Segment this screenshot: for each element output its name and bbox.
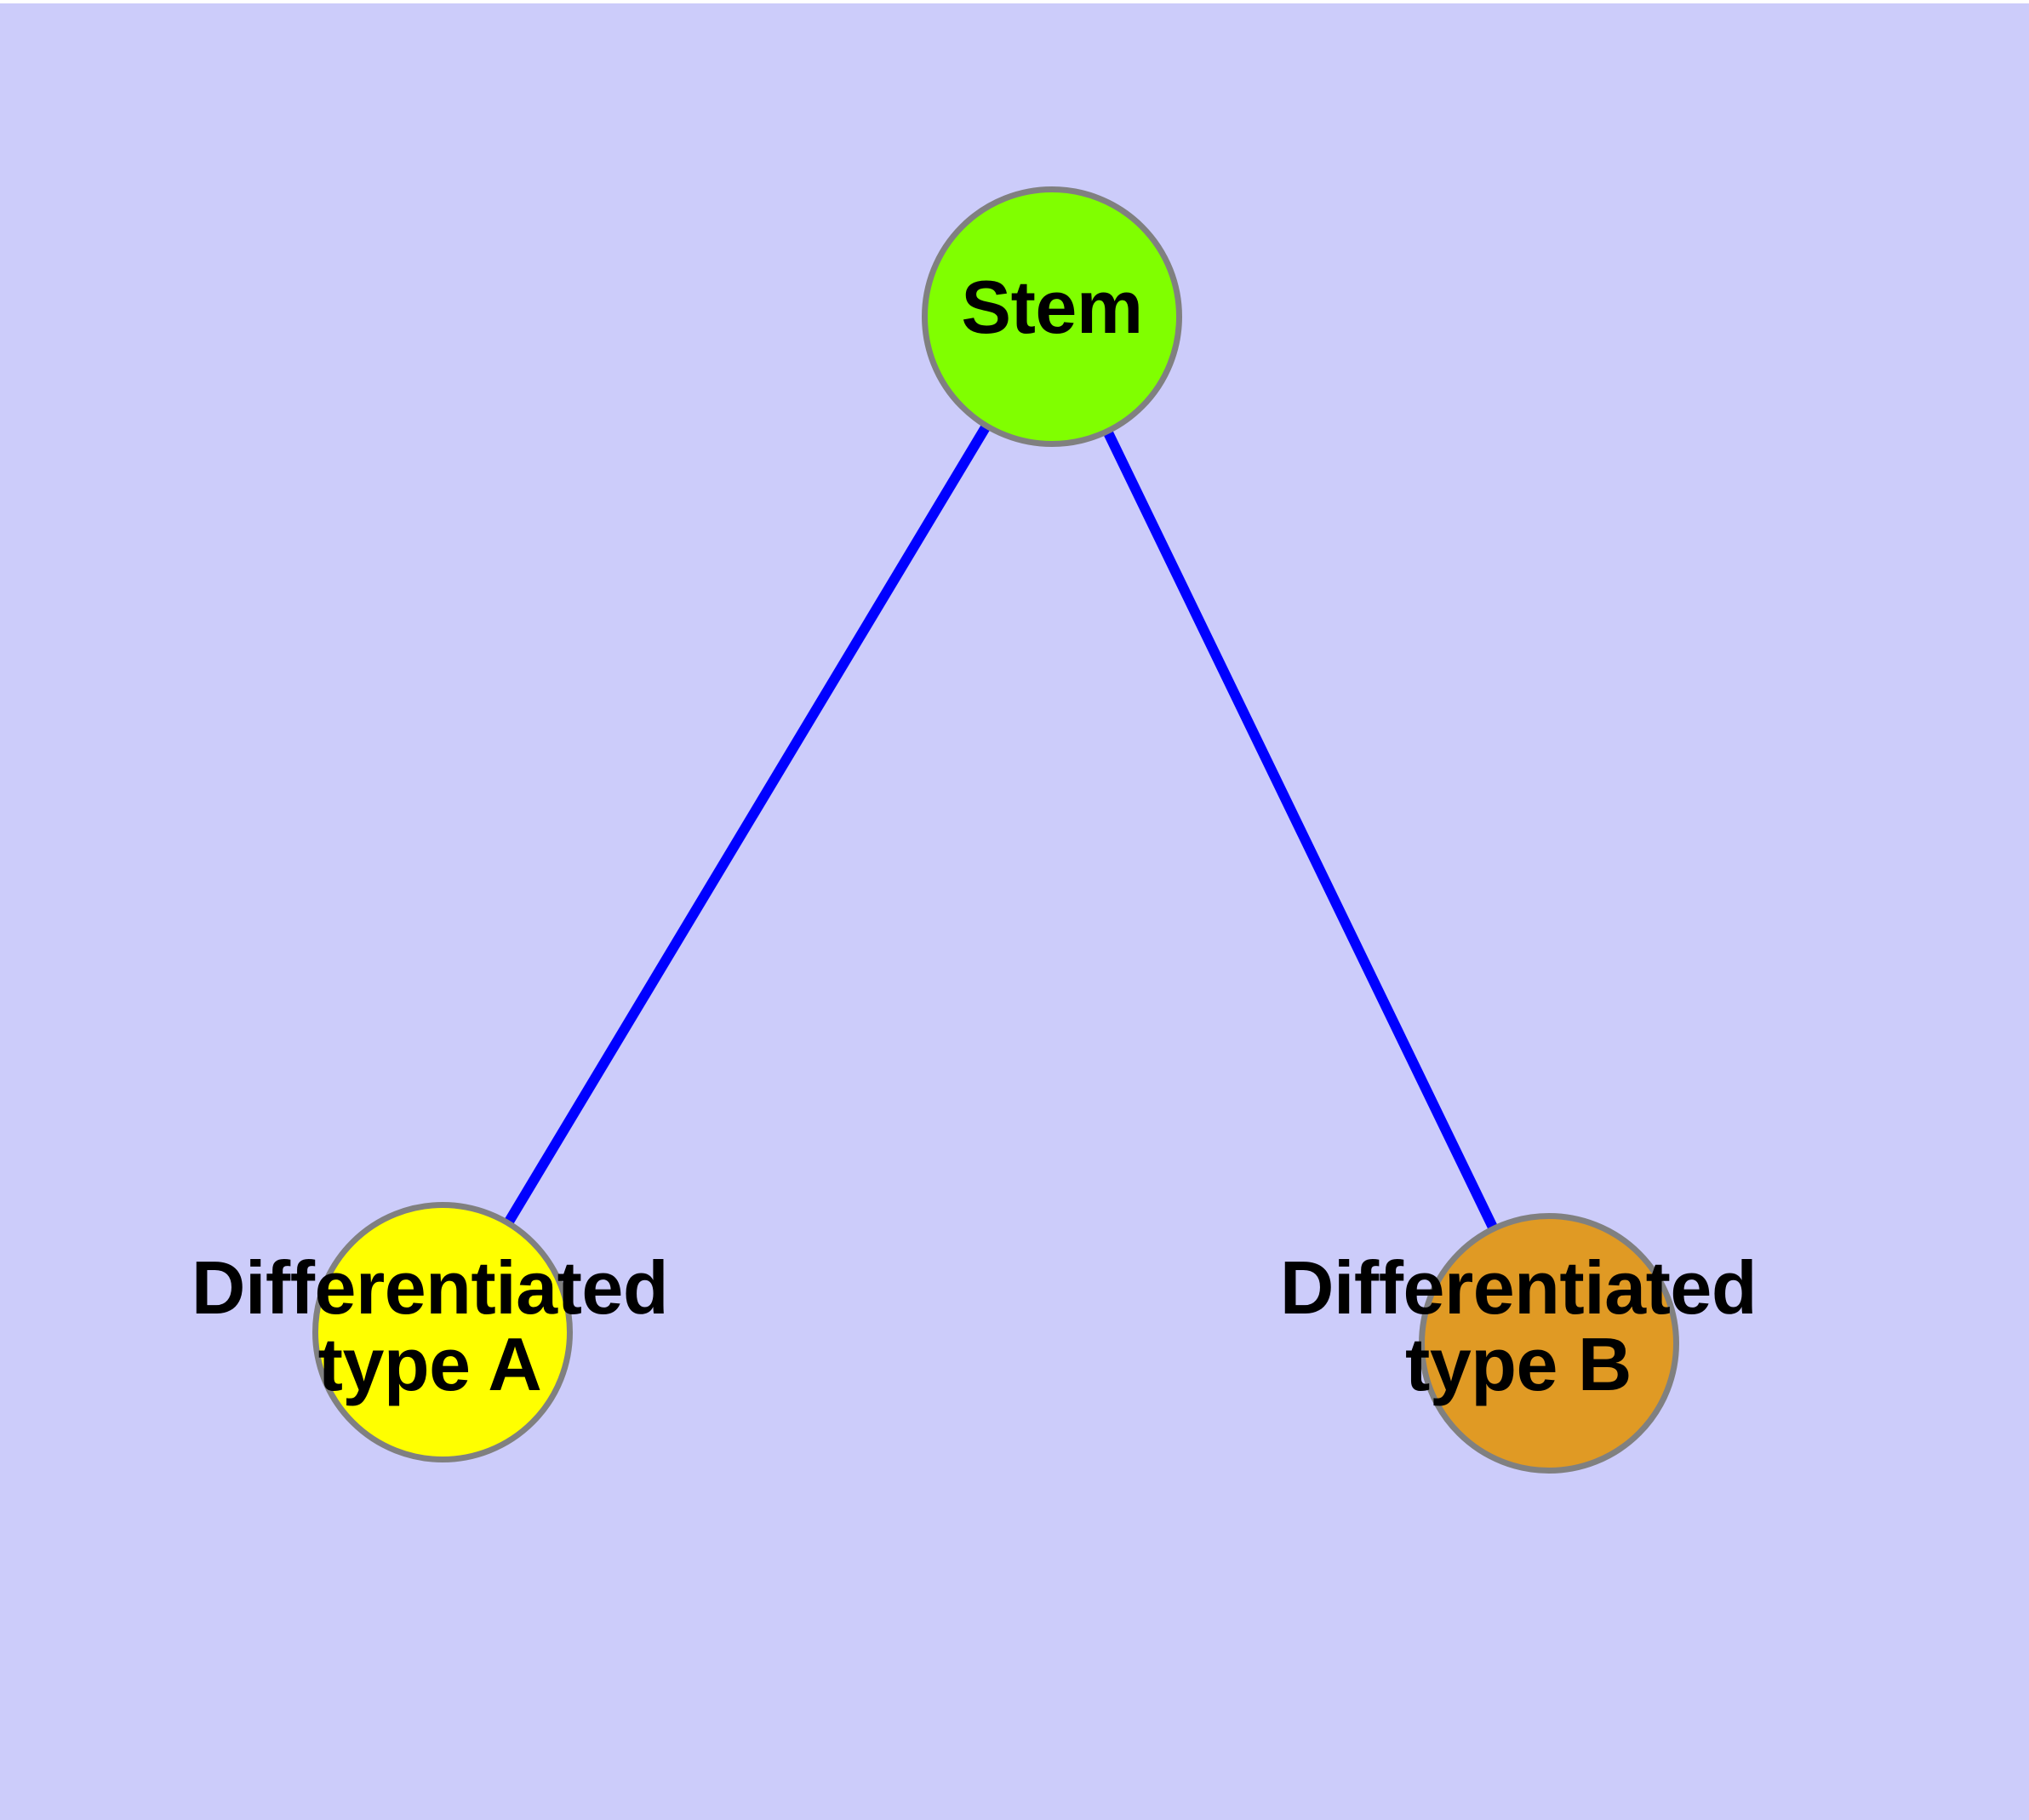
node-label-differentiated-type-a: Differentiated type A — [191, 1245, 669, 1406]
node-label-differentiated-type-b: Differentiated type B — [1279, 1245, 1758, 1406]
edge-stem-to-diff-a — [437, 313, 1057, 1336]
node-differentiated-type-a[interactable] — [312, 1202, 573, 1462]
edge-stem-to-diff-b — [1047, 314, 1554, 1346]
node-label-stem: Stem — [961, 265, 1143, 349]
node-differentiated-type-b[interactable] — [1419, 1213, 1679, 1474]
node-stem[interactable] — [922, 186, 1182, 447]
